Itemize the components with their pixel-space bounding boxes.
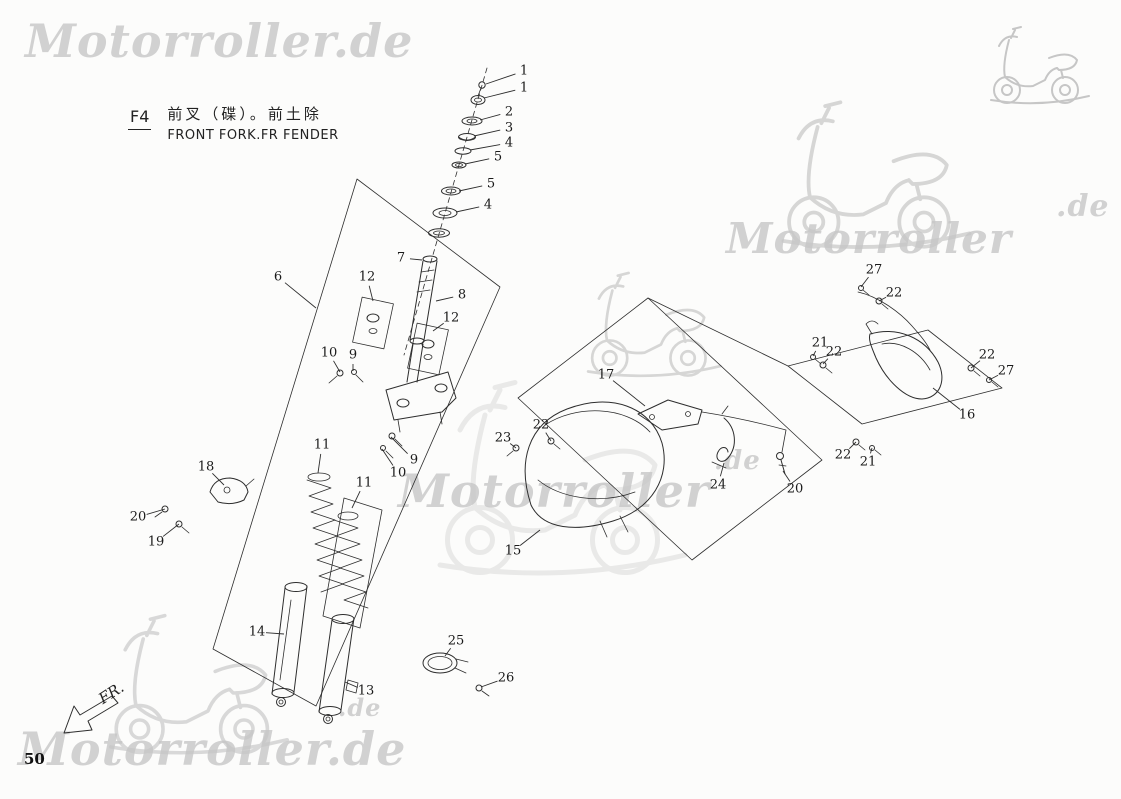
fender-bracket bbox=[637, 399, 787, 453]
figure-titles: 前叉（碟）。前土除 FRONT FORK.FR FENDER bbox=[167, 103, 338, 143]
fr-direction-arrow bbox=[63, 695, 119, 734]
leader-line-18 bbox=[212, 473, 225, 486]
leader-line-21 bbox=[812, 350, 817, 357]
brand-watermark: Motorroller bbox=[726, 214, 1012, 263]
brake-hose bbox=[711, 405, 787, 475]
leader-line-22 bbox=[849, 441, 857, 449]
steering-stem-stack bbox=[403, 67, 488, 356]
leader-line-20 bbox=[782, 470, 791, 482]
scooter-logo-icon bbox=[990, 26, 1090, 105]
leader-line-20 bbox=[146, 508, 166, 515]
front-fender bbox=[524, 401, 665, 538]
leader-line-4 bbox=[455, 206, 480, 213]
panel-outlines bbox=[517, 297, 1003, 561]
leader-line-19 bbox=[162, 523, 180, 537]
leader-line-4 bbox=[469, 144, 501, 151]
scooter-logo-icon bbox=[109, 613, 289, 755]
leader-line-24 bbox=[719, 462, 725, 477]
page-number: 50 bbox=[24, 750, 45, 768]
leader-line-14 bbox=[265, 632, 285, 635]
fender-stay bbox=[857, 291, 943, 400]
fork-legs bbox=[271, 582, 359, 724]
leader-line-5 bbox=[464, 158, 490, 165]
leader-line-23 bbox=[509, 443, 517, 449]
title-block: F4 前叉（碟）。前土除 FRONT FORK.FR FENDER bbox=[128, 103, 339, 143]
leader-line-13 bbox=[344, 681, 358, 688]
leader-line-6 bbox=[284, 282, 317, 309]
oring-boxes bbox=[352, 296, 449, 376]
brand-watermark: Motorroller.de bbox=[18, 722, 407, 776]
leader-line-2 bbox=[479, 113, 501, 121]
leader-line-22 bbox=[545, 432, 552, 442]
clamp-screws bbox=[328, 369, 403, 459]
leader-line-12 bbox=[432, 322, 444, 332]
leader-line-22 bbox=[878, 296, 887, 302]
leader-line-27 bbox=[860, 276, 869, 288]
brand-watermark: .de bbox=[338, 693, 382, 722]
leader-line-17 bbox=[612, 380, 646, 407]
scooter-logo-icon bbox=[586, 271, 722, 378]
leader-line-12 bbox=[368, 285, 374, 302]
leader-line-5 bbox=[458, 185, 483, 192]
leader-line-9 bbox=[390, 436, 408, 454]
steering-stem bbox=[385, 255, 457, 433]
brand-watermark: Motorroller bbox=[398, 464, 711, 518]
leader-line-7 bbox=[409, 258, 423, 261]
leader-line-22 bbox=[970, 360, 981, 369]
small-fasteners bbox=[506, 285, 999, 457]
cable-guide bbox=[154, 477, 255, 534]
leader-line-3 bbox=[473, 129, 501, 137]
ring-clamp bbox=[422, 652, 490, 697]
fork-panel-outline bbox=[212, 178, 501, 707]
title-english: FRONT FORK.FR FENDER bbox=[167, 128, 339, 143]
leader-line-10 bbox=[381, 448, 394, 466]
leader-line-26 bbox=[480, 680, 498, 688]
fork-springs bbox=[306, 472, 383, 629]
leader-line-21 bbox=[870, 447, 873, 454]
brand-watermark: Motorroller.de bbox=[25, 14, 414, 68]
leader-line-22 bbox=[822, 358, 829, 365]
brand-watermark: .de bbox=[1056, 189, 1110, 224]
leader-line-1 bbox=[483, 89, 516, 99]
scooter-logo-icon bbox=[781, 100, 972, 249]
leader-line-10 bbox=[333, 360, 341, 373]
leader-line-25 bbox=[444, 647, 452, 657]
title-chinese: 前叉（碟）。前土除 bbox=[167, 105, 322, 123]
leader-line-27 bbox=[988, 374, 999, 381]
leader-line-15 bbox=[519, 529, 541, 546]
leader-line-16 bbox=[932, 387, 961, 410]
leader-line-8 bbox=[435, 296, 454, 302]
leader-line-1 bbox=[485, 73, 516, 85]
figure-code: F4 bbox=[128, 103, 152, 130]
leader-line-11 bbox=[351, 490, 361, 509]
leader-line-11 bbox=[317, 453, 322, 474]
leader-lines bbox=[146, 73, 999, 688]
